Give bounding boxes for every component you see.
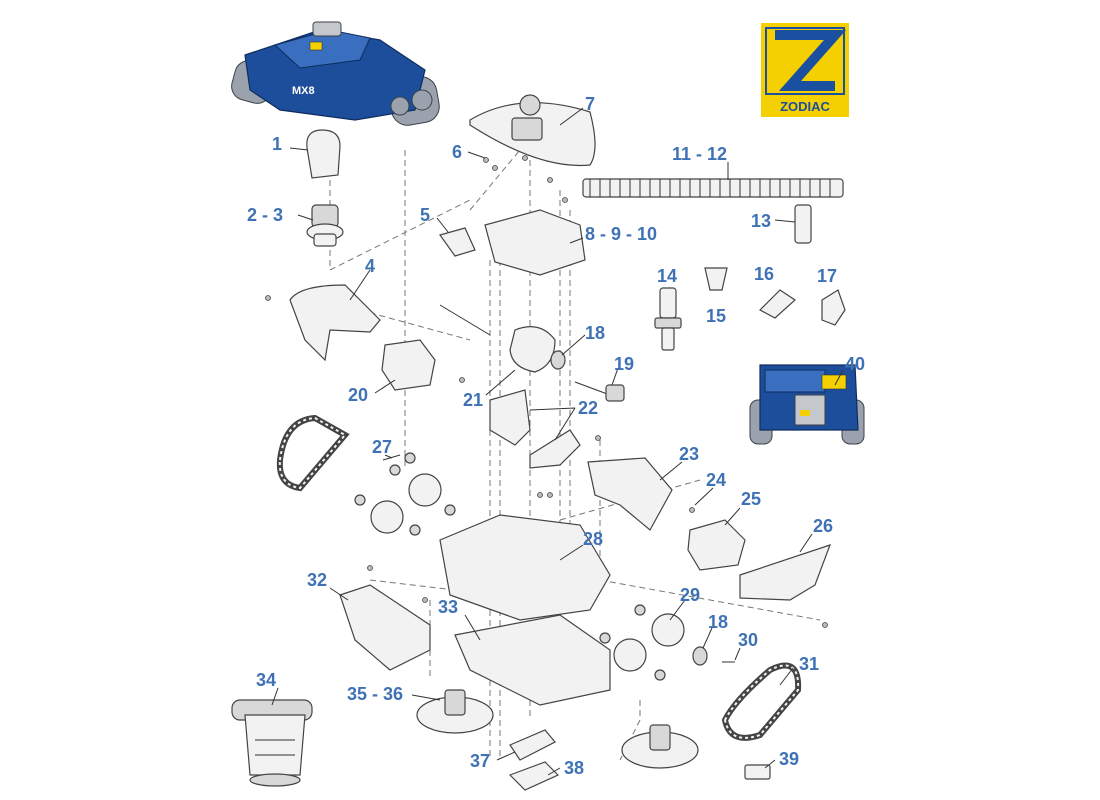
label-38: 38: [564, 758, 584, 778]
robot-photo-front: MX8: [231, 21, 440, 126]
part-18-washer-bottom: [692, 646, 708, 666]
part-29-wheels-right: [599, 604, 685, 681]
part-35-36-brush: [416, 689, 494, 734]
part-16-elbow: [759, 289, 796, 319]
label-18-bottom: 18: [708, 612, 728, 632]
label-29: 29: [680, 585, 700, 605]
label-31: 31: [799, 654, 819, 674]
part-37-clip: [509, 729, 556, 761]
part-wheels-left: [354, 452, 456, 536]
part-13-swivel: [794, 204, 812, 244]
label-7: 7: [585, 94, 595, 114]
label-11-12: 11 - 12: [672, 144, 727, 164]
label-34: 34: [256, 670, 276, 690]
label-5: 5: [420, 205, 430, 225]
part-11-12-hose: [582, 178, 844, 198]
part-31-tread: [721, 662, 802, 741]
part-18-washer-top: [550, 350, 566, 370]
logo-text: ZODIAC: [780, 99, 830, 114]
part-23-front-cover: [587, 457, 673, 531]
part-4-side-cover: [289, 284, 381, 362]
part-tread-left: [276, 414, 350, 492]
part-labels: 1 2 - 3 4 5 6 7 8 - 9 - 10 11 - 12 13 14…: [247, 94, 865, 778]
label-25: 25: [741, 489, 761, 509]
label-23: 23: [679, 444, 699, 464]
part-26-side-cover: [739, 544, 832, 601]
label-20: 20: [348, 385, 368, 405]
part-8-9-10-top-housing: [484, 209, 586, 276]
part-32-left-cover: [339, 584, 431, 671]
label-2-3: 2 - 3: [247, 205, 283, 225]
label-39: 39: [779, 749, 799, 769]
screws: [265, 155, 828, 628]
label-16: 16: [754, 264, 774, 284]
label-33: 33: [438, 597, 458, 617]
part-20-gearbox: [381, 339, 436, 391]
label-24: 24: [706, 470, 726, 490]
label-26: 26: [813, 516, 833, 536]
part-5-clip: [439, 227, 476, 257]
robot-photo-rear: [749, 364, 865, 445]
part-brush-lower: [621, 724, 699, 769]
label-35-36: 35 - 36: [347, 684, 403, 704]
label-13: 13: [751, 211, 771, 231]
part-28-chassis: [439, 514, 611, 621]
label-6: 6: [452, 142, 462, 162]
label-4: 4: [365, 256, 375, 276]
label-28: 28: [583, 529, 603, 549]
part-21-turbine: [509, 326, 556, 373]
label-22: 22: [578, 398, 598, 418]
part-17-elbow: [821, 289, 846, 326]
part-39-small: [744, 764, 771, 780]
part-15-cone: [704, 267, 728, 291]
label-40: 40: [845, 354, 865, 374]
part-22-housing-a: [489, 389, 531, 446]
label-8-9-10: 8 - 9 - 10: [585, 224, 657, 244]
part-22-housing-b: [529, 429, 581, 469]
part-33-base-plate: [454, 614, 611, 706]
robot-badge-text: MX8: [292, 85, 315, 97]
part-38-clip: [508, 761, 560, 791]
part-2-3-nozzle: [306, 204, 344, 247]
label-19: 19: [614, 354, 634, 374]
cyclone-filter-part: [231, 699, 313, 787]
parts: [265, 94, 846, 791]
zodiac-logo: ZODIAC: [761, 23, 849, 117]
leader-lines: [271, 107, 844, 776]
label-37: 37: [470, 751, 490, 771]
part-19-shaft: [574, 381, 625, 402]
part-1-cap: [306, 129, 341, 179]
label-30: 30: [738, 630, 758, 650]
part-14-valve: [654, 287, 682, 351]
label-21: 21: [463, 390, 483, 410]
label-18-top: 18: [585, 323, 605, 343]
label-15: 15: [706, 306, 726, 326]
label-14: 14: [657, 266, 677, 286]
part-25-gearbox: [687, 519, 746, 571]
label-17: 17: [817, 266, 837, 286]
label-1: 1: [272, 134, 282, 154]
label-32: 32: [307, 570, 327, 590]
label-27: 27: [372, 437, 392, 457]
